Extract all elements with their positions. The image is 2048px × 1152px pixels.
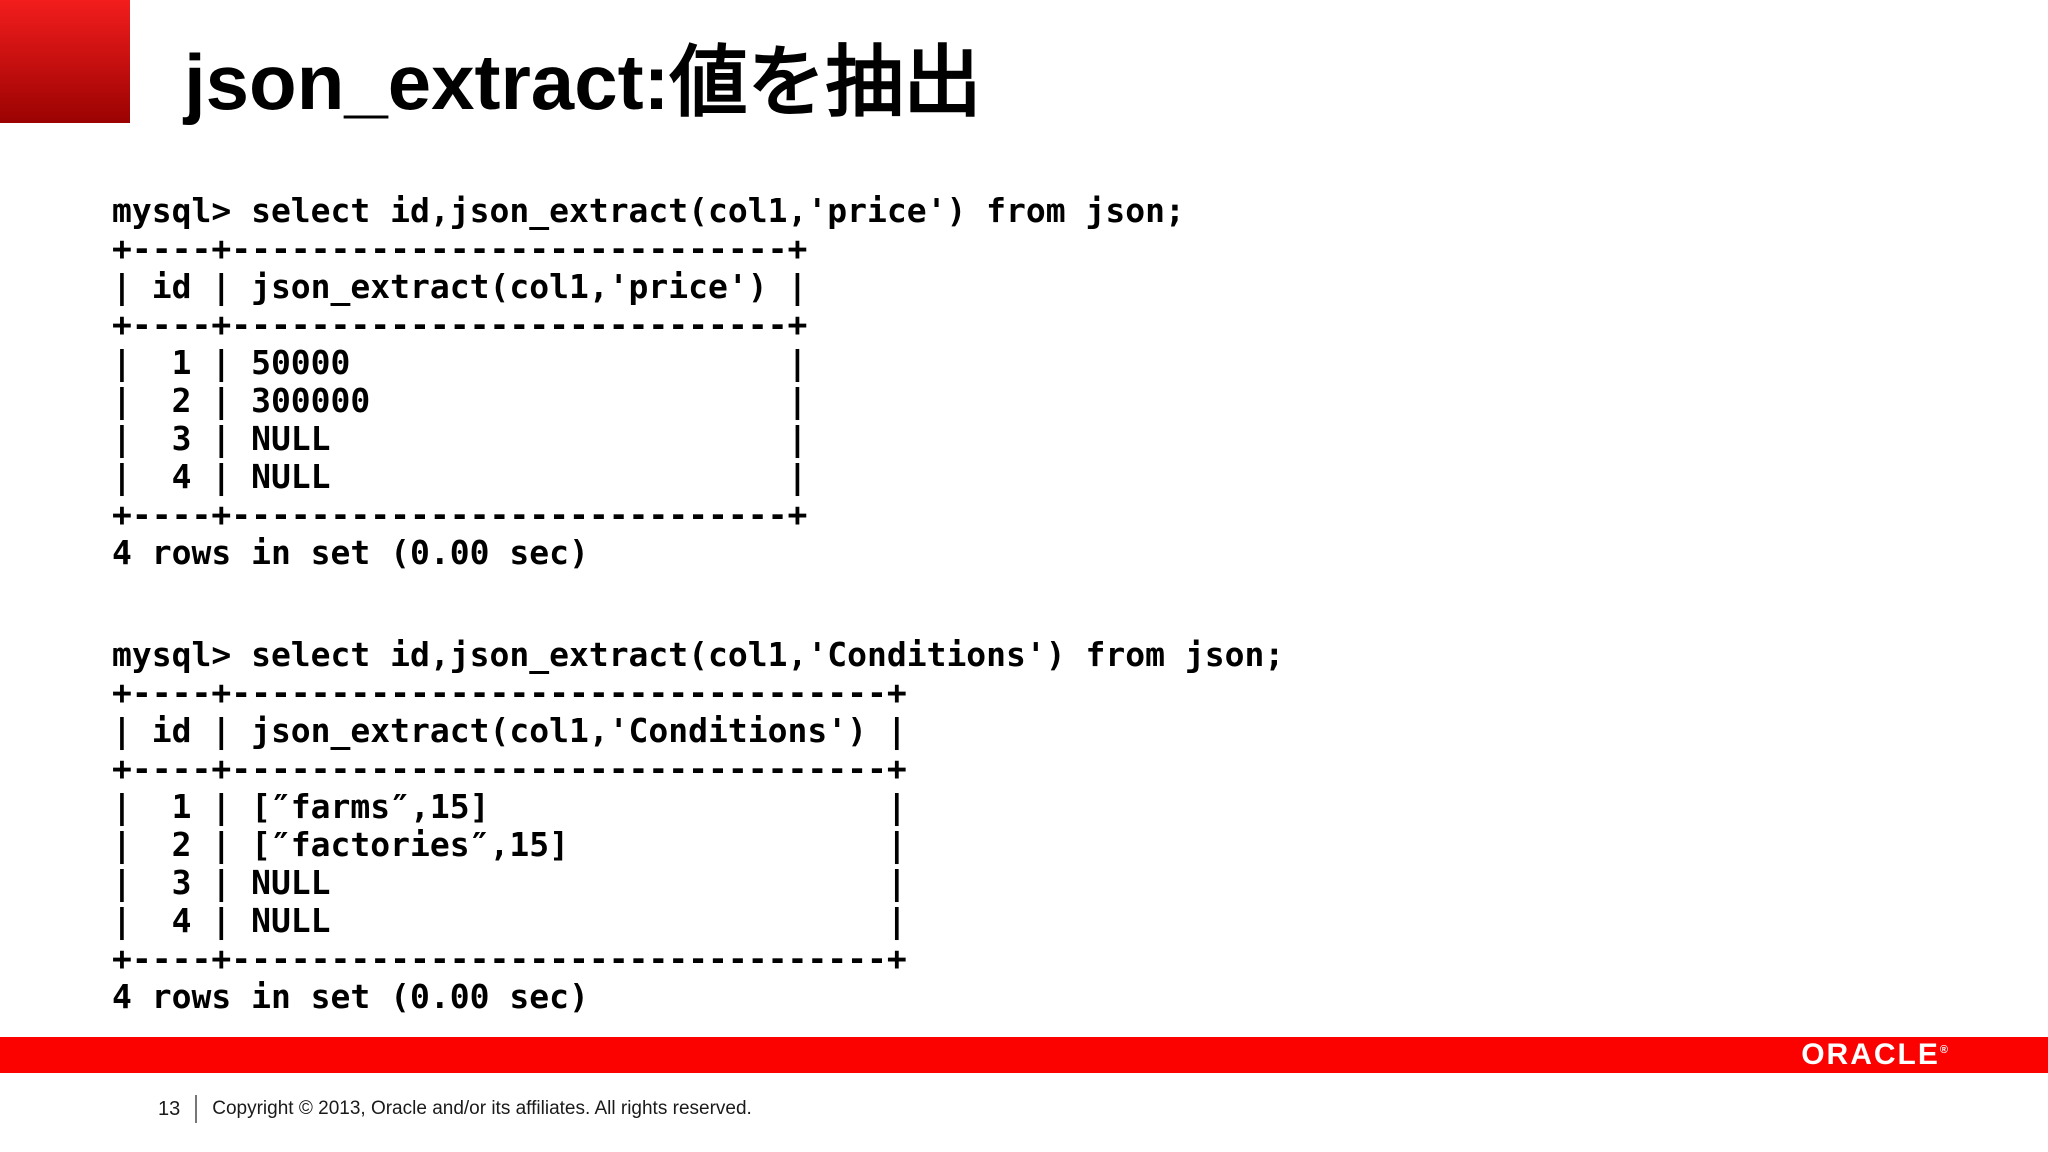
slide-title: json_extract:値を抽出 <box>184 38 982 126</box>
red-corner-accent <box>0 0 130 123</box>
oracle-logo: ORACLE® <box>1801 1040 1948 1070</box>
page-number: 13 <box>158 1097 181 1120</box>
footer-divider <box>195 1095 198 1123</box>
mysql-output-block-price: mysql> select id,json_extract(col1,'pric… <box>112 191 1185 572</box>
brand-red-bar: ORACLE® <box>0 1037 2048 1073</box>
registered-trademark-mark: ® <box>1939 1044 1948 1056</box>
mysql-output-block-conditions: mysql> select id,json_extract(col1,'Cond… <box>112 635 1285 1016</box>
slide-footer: 13 Copyright © 2013, Oracle and/or its a… <box>158 1095 752 1123</box>
copyright-text: Copyright © 2013, Oracle and/or its affi… <box>212 1098 752 1119</box>
oracle-logo-text: ORACLE <box>1801 1038 1940 1071</box>
mysql-terminal-output-area: mysql> select id,json_extract(col1,'pric… <box>112 192 1284 1016</box>
